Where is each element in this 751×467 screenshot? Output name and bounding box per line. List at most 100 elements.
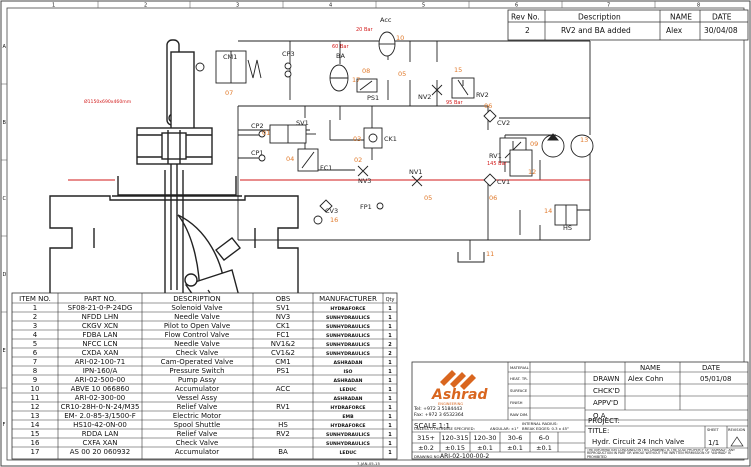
parts-cell-item-no: 7 bbox=[33, 358, 37, 366]
parts-cell-manufacturer: SUNHYDRAULICS bbox=[326, 333, 370, 339]
label-rv1: RV1 bbox=[489, 152, 502, 160]
rev-header-name: NAME bbox=[670, 13, 692, 22]
grid-left-label: F bbox=[3, 422, 6, 428]
parts-cell-part-no: ARI-02-300-00 bbox=[75, 394, 125, 402]
label-cv1: CV1 bbox=[497, 178, 510, 186]
grid-top-label: 4 bbox=[329, 3, 332, 9]
parts-header: ITEM NO. bbox=[19, 295, 51, 303]
tol-header: UNLESS OTHERWISE SPECIFIED: bbox=[414, 426, 475, 431]
logo-subtext: ENGINEERING bbox=[438, 402, 463, 406]
parts-cell-qty: 1 bbox=[388, 324, 392, 330]
parts-cell-description: Solenoid Valve bbox=[171, 304, 222, 312]
tank-symbol bbox=[457, 252, 485, 263]
label-rv2-pressure: 95 Bar bbox=[446, 100, 463, 106]
parts-cell-part-no: CKGV XCN bbox=[82, 322, 118, 330]
parts-cell-item-no: 9 bbox=[33, 376, 37, 384]
label-cp2: CP2 bbox=[251, 122, 264, 130]
grid-left-label: A bbox=[3, 44, 7, 50]
parts-cell-manufacturer: SUNHYDRAULICS bbox=[326, 342, 370, 348]
tag-07: 07 bbox=[225, 89, 233, 97]
parts-cell-item-no: 14 bbox=[31, 421, 40, 429]
parts-cell-qty: 1 bbox=[388, 450, 392, 456]
project-label: PROJECT: bbox=[588, 417, 620, 425]
parts-cell-part-no: ABVE 10 066860 bbox=[71, 385, 130, 393]
grid-left bbox=[1, 83, 7, 389]
parts-cell-description: Check Valve bbox=[176, 439, 219, 447]
label-cp1: CP1 bbox=[251, 149, 264, 157]
parts-cell-description: Pump Assy bbox=[178, 376, 216, 384]
grid-top-label: 8 bbox=[697, 3, 700, 9]
grid-top-label: 2 bbox=[144, 3, 147, 9]
label-cv3: CV3 bbox=[325, 207, 338, 215]
label-nv2: NV2 bbox=[418, 93, 431, 101]
parts-cell-description: Pilot to Open Valve bbox=[164, 322, 230, 330]
finish-label: FINISH bbox=[510, 400, 523, 405]
parts-cell-manufacturer: ASHRADAN bbox=[333, 378, 362, 384]
parts-cell-obs: HS bbox=[278, 421, 288, 429]
parts-cell-manufacturer: SUNHYDRAULICS bbox=[326, 324, 370, 330]
label-ck1: CK1 bbox=[384, 135, 397, 143]
parts-cell-qty: 2 bbox=[388, 342, 392, 348]
parts-header: MANUFACTURER bbox=[319, 295, 377, 303]
parts-cell-description: Vessel Assy bbox=[177, 394, 218, 402]
parts-header: Qty bbox=[386, 297, 395, 303]
label-acc: Acc bbox=[380, 16, 392, 24]
tol-value: ±0.1 bbox=[477, 444, 493, 452]
break-edges: BREAK EDGES: 0.3 x 45° bbox=[522, 426, 569, 431]
internal-radius: INTERNAL RADIUS: bbox=[522, 421, 558, 426]
parts-cell-obs: RV1 bbox=[276, 403, 290, 411]
parts-cell-description: Needle Valve bbox=[174, 313, 220, 321]
label-ps1: PS1 bbox=[367, 94, 379, 102]
parts-cell-qty: 1 bbox=[388, 333, 392, 339]
grid-top bbox=[97, 1, 656, 8]
parts-cell-description: Accumulator bbox=[175, 448, 219, 456]
label-cm1: CM1 bbox=[223, 53, 237, 61]
parts-cell-part-no: FDBA LAN bbox=[82, 331, 117, 339]
sign-header-date: DATE bbox=[702, 364, 720, 372]
drawing-no: ARI-02-100-00-2 bbox=[440, 453, 489, 460]
tag-17: 17 bbox=[352, 76, 360, 84]
parts-cell-description: Accumulator bbox=[175, 385, 219, 393]
parts-cell-obs: SV1 bbox=[276, 304, 290, 312]
tag-01: 01 bbox=[262, 129, 270, 137]
rev-header-date: DATE bbox=[712, 13, 732, 22]
tol-value: ±0.1 bbox=[507, 444, 523, 452]
parts-cell-manufacturer: ISO bbox=[344, 369, 353, 375]
label-nv1: NV1 bbox=[409, 168, 422, 176]
label-rv1-pressure: 145 Bar bbox=[487, 161, 508, 167]
drawing-no-label: DRAWING NO. bbox=[414, 454, 441, 459]
sign-role: Q.A. bbox=[593, 412, 608, 420]
tol-range: 120-30 bbox=[473, 434, 496, 442]
parts-cell-obs: NV1&2 bbox=[271, 340, 295, 348]
logo-text: Ashrad bbox=[431, 387, 488, 403]
parts-cell-description: Relief Valve bbox=[177, 403, 218, 411]
parts-cell-manufacturer: SUNHYDRAULICS bbox=[326, 432, 370, 438]
parts-cell-part-no: HS10-42-0N-00 bbox=[73, 421, 127, 429]
parts-cell-obs: BA bbox=[278, 448, 288, 456]
label-rv2: RV2 bbox=[476, 91, 489, 99]
grid-top-label: 1 bbox=[52, 3, 55, 9]
label-ba-pressure: 60 Bar bbox=[332, 44, 349, 50]
parts-cell-qty: 1 bbox=[388, 369, 392, 375]
sign-date: 05/01/08 bbox=[700, 375, 731, 383]
tol-range: 315+ bbox=[417, 434, 435, 442]
tag-09: 09 bbox=[530, 140, 538, 148]
tag-06-cv2: 06 bbox=[484, 102, 492, 110]
parts-cell-manufacturer: SUNHYDRAULICS bbox=[326, 315, 370, 321]
parts-cell-qty: 2 bbox=[388, 351, 392, 357]
parts-cell-qty: 1 bbox=[388, 306, 392, 312]
parts-cell-item-no: 1 bbox=[33, 304, 37, 312]
parts-cell-manufacturer: HYDRAFORCE bbox=[330, 423, 365, 429]
rev-cell-date: 30/04/08 bbox=[704, 26, 738, 35]
parts-cell-qty: 1 bbox=[388, 441, 392, 447]
bottom-tag: 7-JAN-05-15 bbox=[357, 461, 380, 466]
parts-cell-obs: CV1&2 bbox=[271, 349, 295, 357]
tag-12: 12 bbox=[528, 168, 536, 176]
grid-left-label: D bbox=[3, 272, 7, 278]
parts-cell-qty: 1 bbox=[388, 315, 392, 321]
rev-cell-name: Alex bbox=[666, 26, 683, 35]
ashrad-logo: Ashrad ENGINEERING bbox=[431, 370, 488, 406]
rev-header-rev-no: Rev No. bbox=[511, 13, 540, 22]
label-nv3: NV3 bbox=[358, 177, 371, 185]
